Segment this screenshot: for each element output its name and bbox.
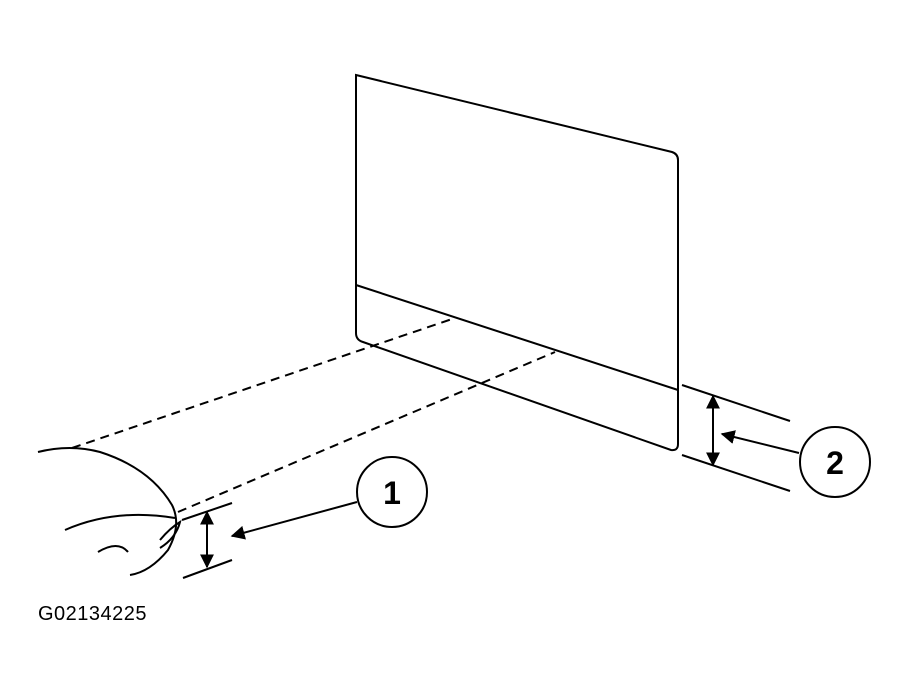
callout-2-circle bbox=[799, 426, 871, 498]
sight-lines bbox=[71, 317, 556, 513]
lid-contour bbox=[64, 513, 176, 531]
eye-contour bbox=[159, 519, 182, 549]
dimension-1-lower-ext bbox=[182, 559, 233, 579]
callout-2: 2 bbox=[720, 426, 871, 498]
cheek-contour bbox=[97, 545, 129, 553]
callout-2-leader bbox=[720, 430, 800, 454]
callout-2-label: 2 bbox=[826, 445, 844, 481]
screen-outline bbox=[355, 73, 679, 452]
callout-1-leader bbox=[230, 501, 358, 540]
callout-1-circle bbox=[356, 456, 428, 528]
eye-profile bbox=[37, 447, 182, 576]
figure-code: G02134225 bbox=[38, 603, 148, 625]
dimension-2 bbox=[681, 384, 791, 492]
dimension-2-lower-ext bbox=[681, 454, 791, 492]
callout-1-label: 1 bbox=[383, 475, 401, 511]
sight-line-upper bbox=[71, 317, 456, 449]
brow-contour bbox=[37, 447, 178, 576]
screen-lower-band-line bbox=[355, 284, 679, 391]
screen-panel bbox=[355, 73, 679, 452]
dimension-2-upper-ext bbox=[681, 384, 791, 422]
sight-line-lower bbox=[177, 351, 556, 513]
dimension-1 bbox=[181, 502, 233, 579]
callout-1: 1 bbox=[230, 456, 428, 540]
